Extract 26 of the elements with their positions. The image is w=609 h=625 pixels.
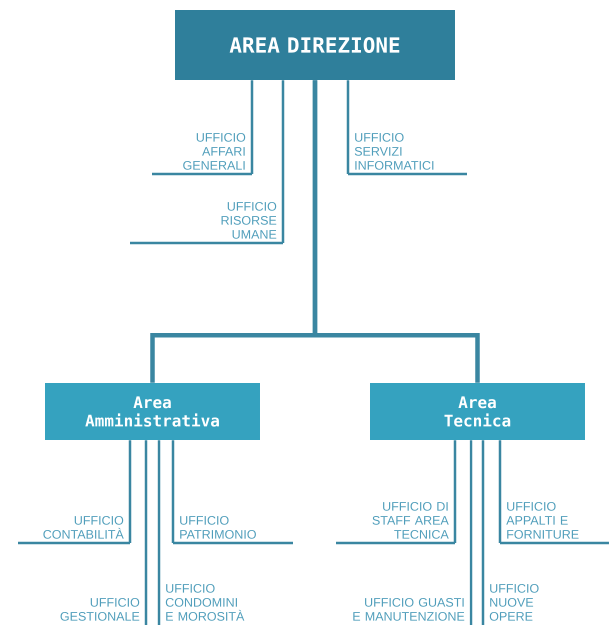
connector-line xyxy=(470,440,472,625)
connector-line xyxy=(498,440,502,543)
underlined-label: UFFICIO CONTABILITÀ xyxy=(18,516,130,544)
area-box: Area Tecnica xyxy=(370,383,585,440)
underlined-label: UFFICIO GESTIONALE xyxy=(60,598,140,621)
connector-line xyxy=(282,80,284,243)
connector-line xyxy=(144,440,148,625)
underlined-label: UFFICIO AFFARI GENERALI xyxy=(152,132,252,176)
underlined-label: UFFICIO RISORSE UMANE xyxy=(130,202,283,244)
connector-line xyxy=(454,440,456,543)
underlined-label: UFFICIO GUASTI E MANUTENZIONE xyxy=(353,598,464,621)
area-box: AREA DIREZIONE xyxy=(175,10,455,80)
connector-line xyxy=(482,440,484,625)
underlined-label: UFFICIO NUOVE OPERE xyxy=(490,584,539,621)
connector-line xyxy=(172,440,174,543)
underlined-label: UFFICIO PATRIMONIO xyxy=(173,516,293,544)
area-box: Area Amministrativa xyxy=(45,383,260,440)
underlined-label: UFFICIO DI STAFF AREA TECNICA xyxy=(336,502,455,544)
connector-line xyxy=(250,80,254,174)
underlined-label: UFFICIO APPALTI E FORNITURE xyxy=(500,502,609,544)
connector-line xyxy=(312,80,480,383)
connector-line xyxy=(128,440,132,543)
connector-line xyxy=(346,80,350,174)
underlined-label: UFFICIO CONDOMINI E MOROSITÀ xyxy=(166,584,244,621)
connector-line xyxy=(158,440,160,625)
underlined-label: UFFICIO SERVIZI INFORMATICI xyxy=(348,132,467,176)
